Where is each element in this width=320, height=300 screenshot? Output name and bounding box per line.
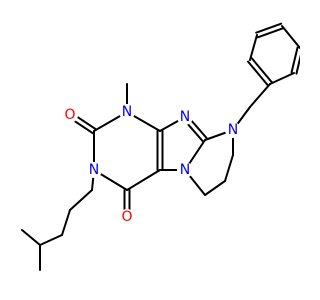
- atom-label-background: [119, 209, 135, 225]
- bond-line: [247, 60, 270, 87]
- atom-o-lower: O: [121, 209, 132, 225]
- atom-label-background: [62, 107, 78, 123]
- bond-line: [21, 229, 41, 246]
- atom-labels: N N N N N O O: [62, 104, 241, 225]
- atom-n-pentyl: N: [89, 162, 99, 178]
- bond-line: [224, 154, 234, 182]
- atom-label-background: [119, 104, 135, 120]
- bond-line: [69, 189, 93, 211]
- bond-line: [249, 83, 271, 108]
- atom-label-background: [225, 122, 241, 138]
- bond-line: [269, 72, 295, 85]
- bond-line: [281, 25, 300, 49]
- atom-n-phenyl: N: [228, 122, 238, 138]
- atom-label-background: [177, 162, 193, 178]
- atom-label-background: [177, 109, 193, 125]
- atom-n-imidazole: N: [180, 109, 190, 125]
- bond-line: [295, 54, 300, 75]
- bond-line: [250, 57, 273, 84]
- bond-line: [126, 169, 161, 191]
- atom-label-background: [86, 162, 102, 178]
- bond-line: [249, 34, 258, 61]
- bond-line: [39, 234, 63, 246]
- bond-line: [255, 22, 283, 34]
- atom-n-bridge: N: [180, 162, 190, 178]
- bond-line: [290, 46, 299, 74]
- bond-line: [204, 180, 226, 196]
- atom-n-methyl: N: [122, 104, 132, 120]
- atom-o-upper: O: [64, 107, 75, 123]
- molecular-structure-diagram: N N N N N O O: [21, 22, 300, 271]
- bond-line: [61, 209, 71, 236]
- bonds: [21, 22, 300, 271]
- bond-line: [256, 27, 284, 39]
